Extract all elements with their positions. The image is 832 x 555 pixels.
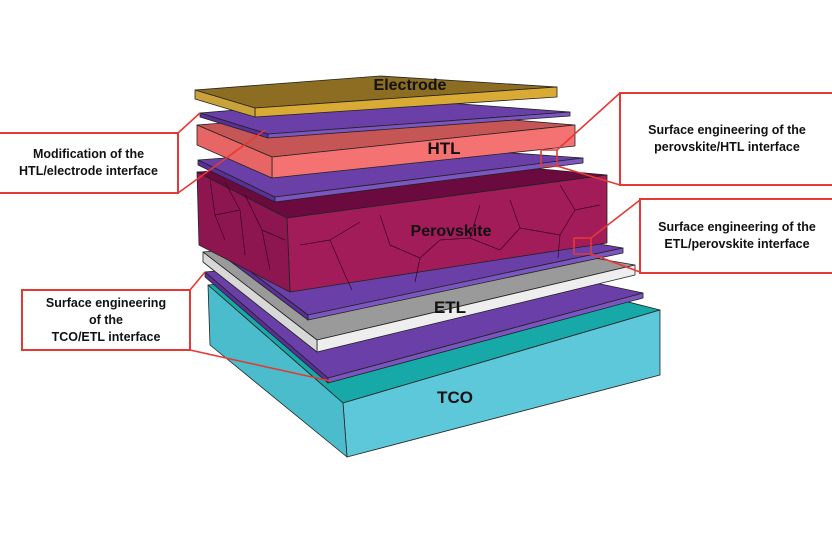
callout-line: Surface engineering [45, 295, 167, 310]
tco-label: TCO [437, 388, 473, 407]
callout-line: ETL/perovskite interface [664, 237, 810, 251]
etl-label: ETL [433, 298, 467, 317]
electrode-label: Electrode [373, 77, 447, 94]
callout-perovskite-htl: Surface engineering of the perovskite/HTL… [619, 92, 832, 186]
electrode-layer [194, 75, 558, 118]
callout-line: Surface engineering of the [648, 123, 806, 137]
callout-line: perovskite/HTL interface [654, 140, 800, 154]
perovskite-label: Perovskite [410, 223, 492, 240]
htl-label: HTL [427, 139, 461, 158]
callout-line: Surface engineering of the [658, 220, 816, 234]
callout-line: Modification of the [32, 147, 145, 161]
callout-connectors [177, 92, 641, 382]
grain-boundaries [209, 179, 601, 291]
callout-line: of the [88, 312, 124, 327]
callout-line: TCO/ETL interface [51, 329, 161, 344]
callout-line: HTL/electrode interface [19, 164, 158, 178]
